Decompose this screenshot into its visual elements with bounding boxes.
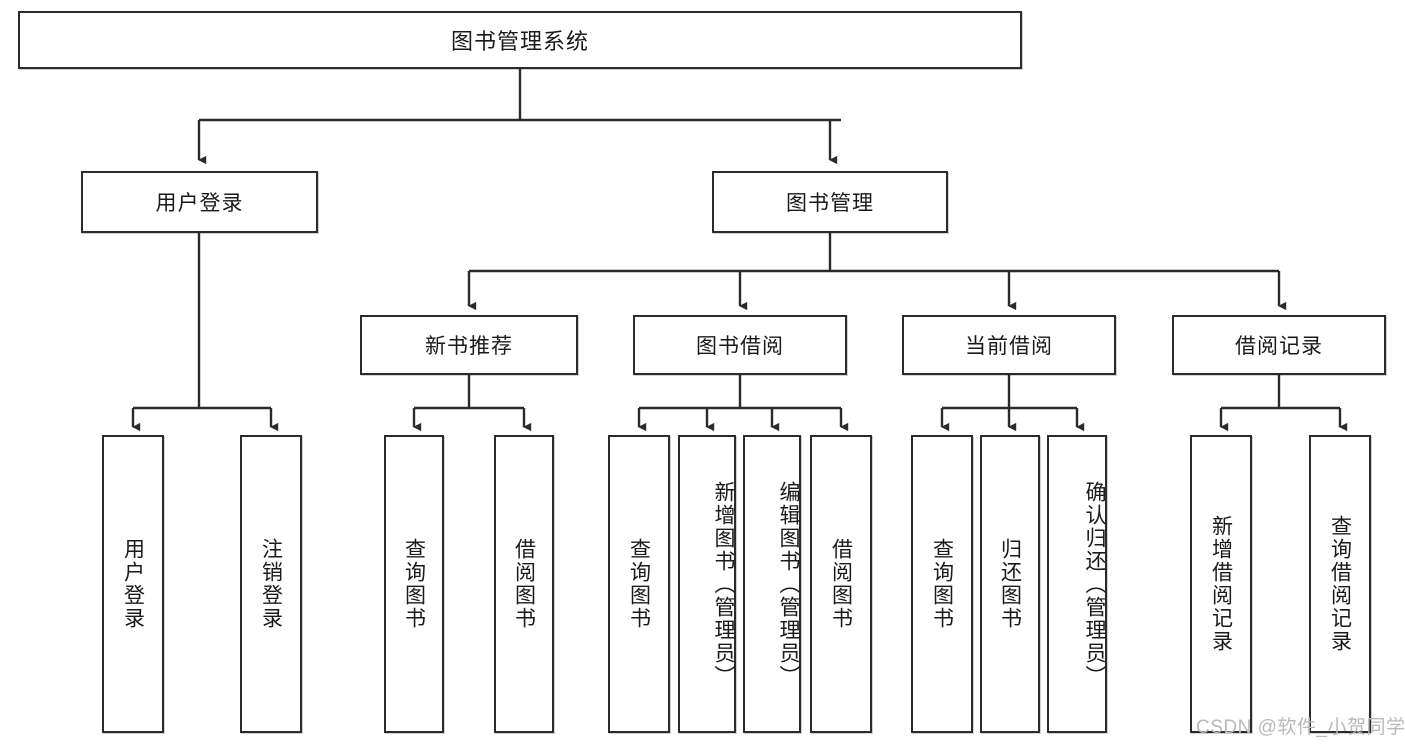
node-label: 借阅图书 — [512, 538, 536, 630]
node-book-management[interactable]: 图书管理 — [712, 171, 948, 233]
leaf-book-borrow-edit-book-admin[interactable]: 编辑图书（管理员） — [743, 435, 801, 733]
leaf-user-login-logout[interactable]: 注销登录 — [240, 435, 302, 733]
node-label: 新增图书（管理员） — [712, 480, 735, 688]
node-label: 用户登录 — [155, 192, 244, 215]
node-label: 当前借阅 — [965, 335, 1053, 358]
leaf-book-borrow-borrow-book[interactable]: 借阅图书 — [810, 435, 872, 733]
links-borrow-record-to-leaves — [1219, 375, 1348, 432]
node-book-borrow[interactable]: 图书借阅 — [633, 315, 847, 375]
node-borrow-record[interactable]: 借阅记录 — [1172, 315, 1386, 375]
leaf-current-borrow-confirm-return-admin[interactable]: 确认归还（管理员） — [1047, 435, 1107, 733]
links-new-book-to-leaves — [412, 375, 532, 432]
node-label: 借阅图书 — [829, 538, 853, 630]
links-current-borrow-to-leaves — [940, 375, 1085, 432]
links-user-login-to-leaves — [131, 233, 279, 432]
node-label: 图书借阅 — [696, 335, 784, 358]
leaf-new-book-query-book[interactable]: 查询图书 — [384, 435, 444, 733]
links-book-borrow-to-leaves — [637, 375, 849, 432]
leaf-current-borrow-query-book[interactable]: 查询图书 — [911, 435, 973, 733]
leaf-new-book-borrow-book[interactable]: 借阅图书 — [494, 435, 554, 733]
node-label: 编辑图书（管理员） — [777, 480, 800, 688]
node-label: 用户登录 — [121, 538, 145, 630]
links-book-mgmt-to-level3 — [467, 233, 1287, 311]
links-root-to-level2 — [197, 69, 841, 165]
watermark-text: CSDN @软件_小贺同学 — [1196, 717, 1405, 738]
node-label: 新增借阅记录 — [1209, 515, 1233, 653]
node-label: 归还图书 — [998, 538, 1022, 630]
node-current-borrow[interactable]: 当前借阅 — [902, 315, 1116, 375]
leaf-book-borrow-add-book-admin[interactable]: 新增图书（管理员） — [678, 435, 736, 733]
node-new-book-recommend[interactable]: 新书推荐 — [360, 315, 578, 375]
leaf-borrow-record-query-record[interactable]: 查询借阅记录 — [1309, 435, 1371, 733]
node-label: 图书管理系统 — [450, 29, 589, 54]
node-root-library-system[interactable]: 图书管理系统 — [18, 11, 1022, 69]
node-label: 注销登录 — [259, 538, 283, 630]
leaf-user-login-login[interactable]: 用户登录 — [102, 435, 164, 733]
leaf-book-borrow-query-book[interactable]: 查询图书 — [608, 435, 670, 733]
leaf-borrow-record-add-record[interactable]: 新增借阅记录 — [1190, 435, 1252, 733]
node-user-login[interactable]: 用户登录 — [81, 171, 318, 233]
leaf-current-borrow-return-book[interactable]: 归还图书 — [980, 435, 1040, 733]
node-label: 借阅记录 — [1235, 335, 1323, 358]
node-label: 查询图书 — [627, 538, 651, 630]
node-label: 图书管理 — [786, 192, 874, 215]
node-label: 查询图书 — [402, 538, 426, 630]
node-label: 确认归还（管理员） — [1083, 480, 1106, 688]
node-label: 查询图书 — [930, 538, 954, 630]
node-label: 查询借阅记录 — [1328, 515, 1352, 653]
node-label: 新书推荐 — [425, 335, 513, 358]
